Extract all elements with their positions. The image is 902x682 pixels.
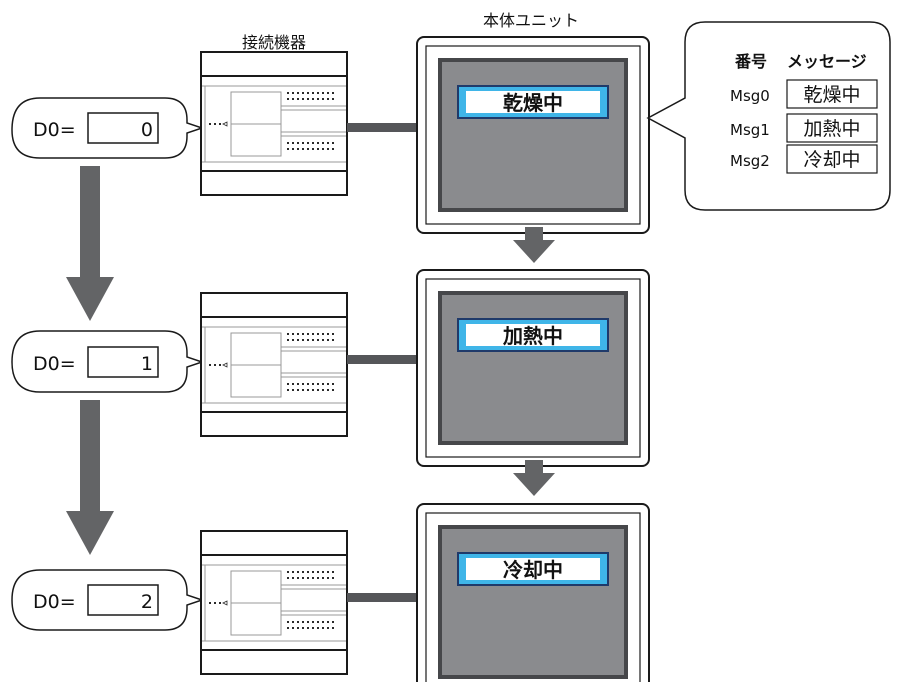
connected-device — [200, 292, 348, 437]
table-row-key: Msg1 — [730, 121, 770, 139]
d0-value-box — [87, 346, 159, 378]
table-row-value: 乾燥中 — [803, 84, 860, 106]
main-unit-heading: 本体ユニット — [483, 11, 579, 30]
connection-cable — [347, 355, 418, 364]
message-text: 冷却中 — [503, 558, 563, 582]
main-unit-panel — [415, 268, 651, 468]
d0-value: 0 — [141, 119, 153, 141]
table-header-message: メッセージ — [787, 52, 867, 71]
connected-device-heading: 接続機器 — [242, 33, 306, 52]
d0-value: 1 — [141, 353, 153, 375]
d0-value: 2 — [141, 591, 153, 613]
table-cell — [786, 113, 878, 143]
table-cell — [786, 144, 878, 174]
table-row-value: 加熱中 — [803, 118, 860, 140]
d0-value-box — [87, 112, 159, 144]
connection-cable — [347, 123, 418, 132]
connection-cable — [347, 593, 418, 602]
step-0: D0= 0 乾燥中 — [11, 35, 651, 235]
connected-device — [200, 51, 348, 196]
table-row-key: Msg0 — [730, 87, 770, 105]
message-table-callout: 番号 メッセージ Msg0 乾燥中 Msg1 加熱中 Msg2 冷却中 — [646, 21, 891, 211]
step-1: D0= 1 加熱中 — [11, 268, 651, 468]
message-text: 乾燥中 — [503, 91, 563, 115]
message-display-inner — [466, 91, 600, 113]
d0-label: D0= — [33, 119, 76, 141]
table-header-number: 番号 — [734, 52, 767, 71]
table-row-key: Msg2 — [730, 152, 770, 170]
d0-label: D0= — [33, 353, 76, 375]
main-unit-panel — [415, 502, 651, 682]
down-arrow-icon — [66, 166, 114, 321]
message-display-inner — [466, 324, 600, 346]
message-text: 加熱中 — [502, 324, 563, 348]
d0-label: D0= — [33, 591, 76, 613]
message-display-inner — [466, 558, 600, 580]
main-unit-panel — [415, 35, 651, 235]
d0-value-box — [87, 584, 159, 616]
step-2: D0= 2 冷却中 — [11, 502, 651, 682]
down-arrow-icon — [66, 400, 114, 555]
table-row-value: 冷却中 — [803, 149, 860, 171]
connected-device — [200, 530, 348, 675]
table-cell — [786, 79, 878, 109]
